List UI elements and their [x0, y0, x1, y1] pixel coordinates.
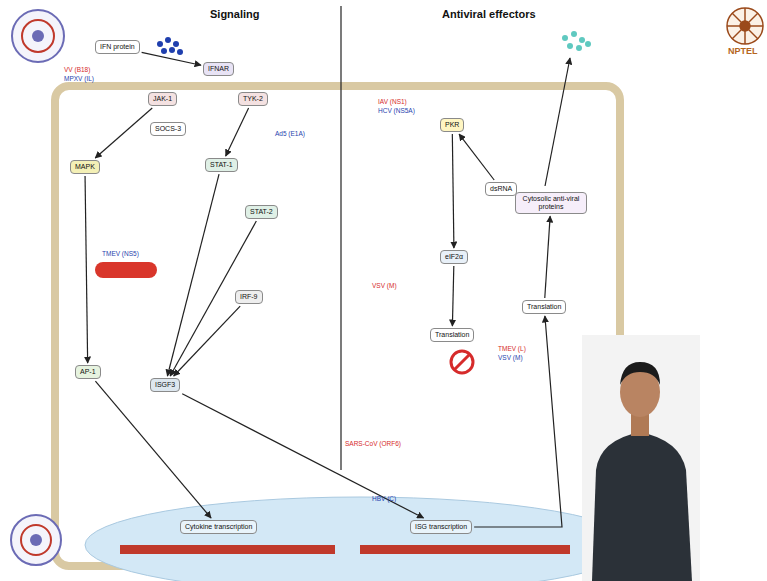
- connector-arrow: [226, 108, 249, 156]
- connector-arrow: [474, 316, 562, 527]
- node-label: IFNAR: [208, 65, 229, 73]
- secretion-arrow: [545, 58, 570, 186]
- logo-text: NPTEL: [728, 47, 758, 57]
- process-box: Cytokine transcription: [180, 520, 257, 534]
- kinase-box: TYK-2: [238, 92, 268, 106]
- node-label: dsRNA: [490, 185, 512, 193]
- dna-strand: [360, 545, 570, 554]
- node-label: AP-1: [80, 368, 96, 376]
- stat-box: STAT-2: [245, 205, 278, 219]
- node-label: Cytokine transcription: [185, 523, 252, 531]
- connector-arrow: [142, 52, 201, 65]
- node-label: Translation: [435, 331, 469, 339]
- connector-arrow: [182, 394, 423, 518]
- factor-box: eIF2α: [440, 250, 468, 264]
- node-label: ISG transcription: [415, 523, 467, 531]
- node-label: JAK-1: [153, 95, 172, 103]
- block-sign: [451, 351, 473, 373]
- panel-heading: Antiviral effectors: [442, 8, 536, 20]
- ifn-dots: [157, 37, 183, 55]
- rna-box: dsRNA: [485, 182, 517, 196]
- divider-line: [340, 6, 341, 470]
- inhibitor-box: SOCS-3: [150, 122, 186, 136]
- stat-box: STAT-1: [205, 158, 238, 172]
- connector-arrow: [167, 174, 219, 376]
- enzyme-box: PKR: [440, 118, 464, 132]
- dna-strand: [120, 545, 335, 554]
- node-label: Translation: [527, 303, 561, 311]
- receptor-box: IFNAR: [203, 62, 234, 76]
- institute-logo: [11, 515, 61, 565]
- connector-arrow: [459, 134, 494, 180]
- node-label: IFN protein: [100, 43, 135, 51]
- secreted-dots: [562, 31, 591, 51]
- connector-arrow: [95, 381, 211, 518]
- antagonist-label: TMEV (NS5): [102, 250, 139, 257]
- node-label: IRF-9: [240, 293, 258, 301]
- node-label: STAT-1: [210, 161, 233, 169]
- node-label: ISGF3: [155, 381, 175, 389]
- process-box: Translation: [522, 300, 566, 314]
- node-label: Cytosolic anti-viral proteins: [520, 195, 582, 211]
- protein-box: Cytosolic anti-viral proteins: [515, 192, 587, 214]
- node-label: SOCS-3: [155, 125, 181, 133]
- node-label: PKR: [445, 121, 459, 129]
- panel-heading: Signaling: [210, 8, 260, 20]
- connector-arrow: [174, 306, 240, 376]
- connector-arrow: [95, 108, 152, 158]
- nucleus: [85, 497, 635, 581]
- antagonist-label: SARS-CoV (ORF6): [345, 440, 401, 447]
- connector-arrow: [452, 134, 454, 248]
- kinase-box: MAPK: [70, 160, 100, 174]
- complex-box: ISGF3: [150, 378, 180, 392]
- node-label: TYK-2: [243, 95, 263, 103]
- process-box: ISG transcription: [410, 520, 472, 534]
- ligand-box: IFN protein: [95, 40, 140, 54]
- antagonist-label: VSV (M): [372, 282, 397, 289]
- node-label: MAPK: [75, 163, 95, 171]
- block-sign: [454, 354, 470, 370]
- antagonist-label: Ad5 (E1A): [275, 130, 305, 137]
- factor-box: IRF-9: [235, 290, 263, 304]
- node-label: STAT-2: [250, 208, 273, 216]
- antagonist-label: TMEV (L): [498, 345, 526, 352]
- connector-arrow: [545, 216, 550, 298]
- nptel-logo: [727, 8, 763, 44]
- factor-box: AP-1: [75, 365, 101, 379]
- cell-membrane: [55, 86, 620, 566]
- institute-logo: [12, 10, 64, 62]
- antagonist-label: HBV (C): [372, 495, 396, 502]
- connector-arrow: [85, 176, 88, 363]
- presenter: [582, 335, 700, 581]
- antagonist-label: HCV (NS5A): [378, 107, 415, 114]
- antagonist-label: VV (B18): [64, 66, 90, 73]
- node-label: eIF2α: [445, 253, 463, 261]
- process-box: Translation: [430, 328, 474, 342]
- connector-arrow: [452, 266, 453, 326]
- antagonist-label: MPXV (IL): [64, 75, 94, 82]
- antagonist-label: IAV (NS1): [378, 98, 407, 105]
- antagonist-label: VSV (M): [498, 354, 523, 361]
- kinase-box: JAK-1: [148, 92, 177, 106]
- sumo-pill: [95, 262, 157, 278]
